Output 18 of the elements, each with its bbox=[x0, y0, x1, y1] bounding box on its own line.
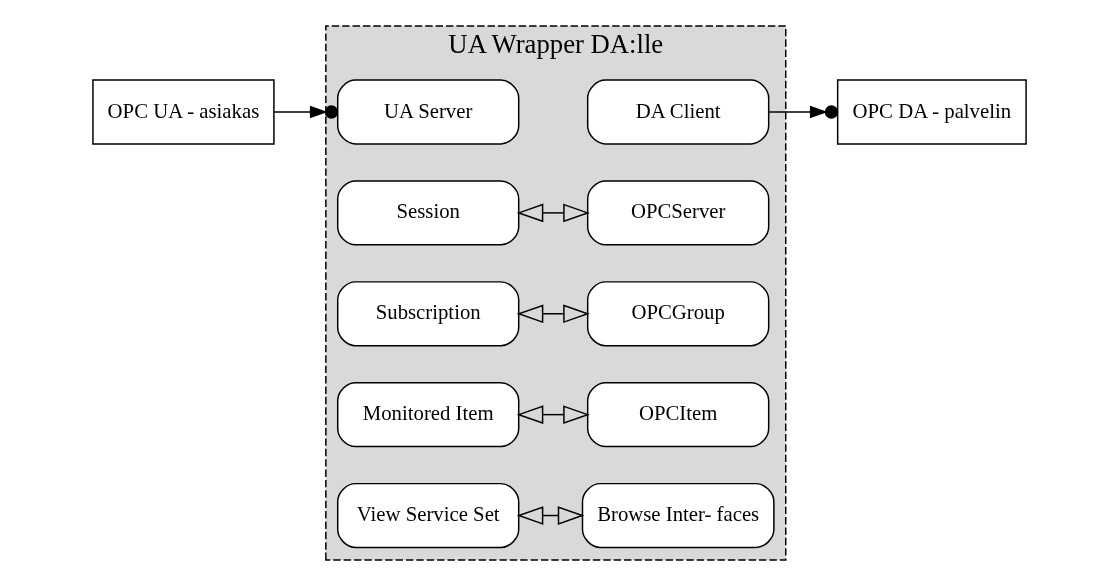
node-box: DA Client bbox=[586, 79, 770, 145]
node-box: OPCItem bbox=[586, 382, 770, 448]
node-box: Session bbox=[336, 180, 520, 246]
node-box: Subscription bbox=[336, 281, 520, 347]
node-box: View Service Set bbox=[336, 482, 520, 549]
arrow bbox=[516, 304, 590, 324]
arrow bbox=[516, 506, 585, 525]
node-box: OPCGroup bbox=[586, 281, 770, 347]
node-box: OPC DA - palvelin bbox=[836, 79, 1027, 145]
node-box: Browse Inter- faces bbox=[581, 482, 775, 549]
node-box: OPCServer bbox=[586, 180, 770, 246]
node-box: OPC UA - asiakas bbox=[92, 79, 275, 145]
arrow bbox=[516, 203, 590, 223]
arrow bbox=[768, 105, 839, 119]
node-box: UA Server bbox=[336, 79, 520, 145]
arrow bbox=[516, 405, 590, 424]
arrow bbox=[273, 105, 339, 119]
node-box: Monitored Item bbox=[336, 382, 520, 448]
